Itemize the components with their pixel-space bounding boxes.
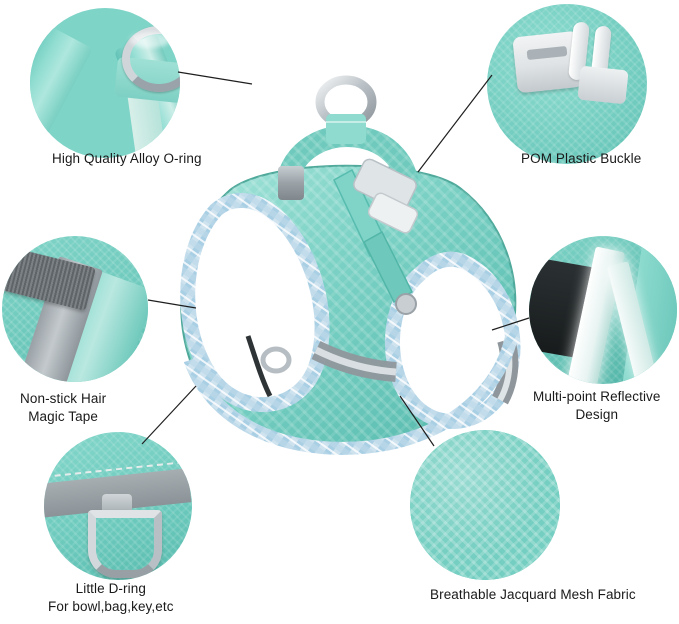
callout-label-reflective: Multi-point Reflective Design	[533, 389, 661, 423]
o-ring-highlight	[130, 32, 170, 48]
buckle-tail	[577, 65, 629, 105]
callout-label-buckle: POM Plastic Buckle	[521, 151, 642, 166]
callout-label-magic-tape: Non-stick Hair Magic Tape	[20, 391, 107, 425]
magic-tape-detail-bubble	[2, 236, 148, 382]
buckle-detail-bubble	[487, 4, 647, 164]
d-ring-on-product	[245, 335, 292, 398]
o-ring-detail-bubble	[30, 8, 180, 158]
callout-label-o-ring: High Quality Alloy O-ring	[52, 151, 202, 166]
callout-label-mesh-fabric: Breathable Jacquard Mesh Fabric	[430, 587, 636, 602]
callout-label-d-ring: Little D-ring For bowl,bag,key,etc	[48, 581, 174, 615]
o-ring-on-product	[315, 75, 377, 144]
plaid-trim-edge	[183, 333, 519, 455]
reflective-detail-bubble	[529, 236, 677, 384]
jacquard-mesh-texture	[410, 430, 560, 580]
harness-strap-left	[30, 23, 93, 158]
leg-opening-right	[384, 251, 521, 429]
mesh-fabric-detail-bubble	[410, 430, 560, 580]
dog-harness-product-photo	[180, 75, 521, 455]
o-ring-icon	[122, 26, 180, 92]
d-ring-detail-bubble	[44, 432, 192, 580]
d-ring-icon	[88, 510, 162, 578]
